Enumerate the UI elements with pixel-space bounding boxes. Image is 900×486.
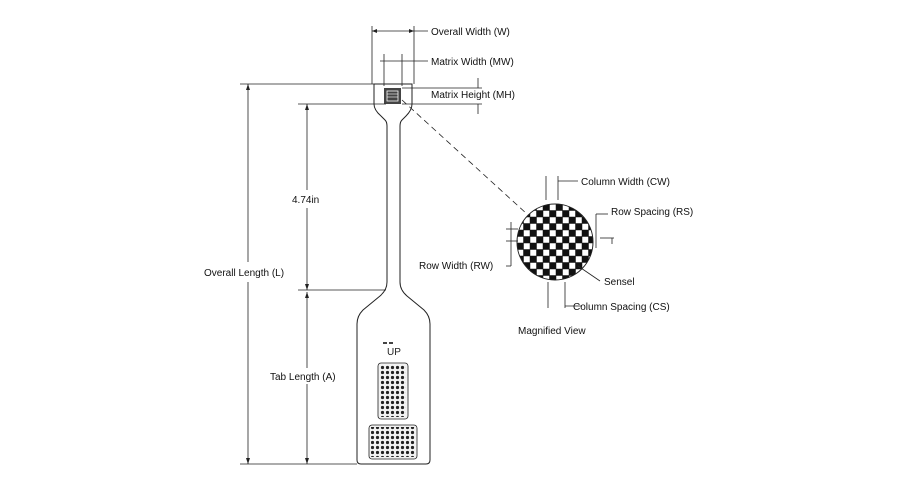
sensel-cell — [530, 230, 537, 237]
sensel-cell — [543, 256, 550, 263]
column-width-callout: Column Width (CW) — [545, 176, 670, 200]
sensel-cell — [536, 249, 543, 256]
sensel-cell — [575, 249, 582, 256]
sensel-cell — [588, 236, 593, 243]
row-spacing-label: Row Spacing (RS) — [611, 207, 693, 218]
row-width-callout: Row Width (RW) — [419, 222, 518, 272]
sensel-cell — [536, 262, 543, 269]
sensel-cell — [530, 243, 537, 250]
tab-length-dimension: Tab Length (A) — [270, 292, 336, 464]
sensel-cell — [562, 210, 569, 217]
sensel-cell — [556, 230, 563, 237]
sensel-cell — [582, 230, 589, 237]
sensel-cell — [543, 269, 550, 276]
sensel-cell — [543, 204, 550, 211]
sensel-callout: Sensel — [577, 265, 635, 288]
column-spacing-label: Column Spacing (CS) — [573, 302, 670, 313]
sensel-cell — [582, 256, 589, 263]
tab-length-label: Tab Length (A) — [270, 372, 336, 383]
sensel-cell — [549, 249, 556, 256]
matrix-area — [384, 88, 401, 104]
magnified-view-label: Magnified View — [518, 326, 586, 337]
sensel-cell — [530, 256, 537, 263]
sensel-cell — [569, 269, 576, 276]
sensel-cell — [517, 230, 524, 237]
sensel-cell — [549, 223, 556, 230]
overall-width-label: Overall Width (W) — [431, 27, 510, 38]
sensel-cell — [517, 243, 524, 250]
sensel-cell — [536, 223, 543, 230]
sensel-cell — [582, 243, 589, 250]
up-marking: UP — [383, 342, 401, 358]
sensel-cell — [575, 223, 582, 230]
sensel-cell — [523, 223, 530, 230]
sensel-cell — [549, 236, 556, 243]
matrix-height-label: Matrix Height (MH) — [431, 90, 515, 101]
sensel-label: Sensel — [604, 277, 635, 288]
sensel-cell — [562, 249, 569, 256]
sensel-cell — [569, 256, 576, 263]
column-width-label: Column Width (CW) — [581, 177, 670, 188]
sensel-cell — [562, 275, 569, 280]
sensel-cell — [575, 236, 582, 243]
row-width-label: Row Width (RW) — [419, 261, 493, 272]
sensel-cell — [588, 249, 593, 256]
overall-length-dimension: Overall Length (L) — [204, 83, 374, 465]
sensel-cell — [556, 269, 563, 276]
sensel-cell — [588, 210, 593, 217]
sensel-cell — [575, 262, 582, 269]
column-spacing-callout: Column Spacing (CS) — [547, 282, 670, 313]
sensel-cell — [575, 210, 582, 217]
sensel-cell — [523, 236, 530, 243]
sensel-cell — [556, 243, 563, 250]
matrix-width-label: Matrix Width (MW) — [431, 57, 514, 68]
magnified-view — [516, 203, 594, 281]
upper-connector-pad — [377, 362, 409, 420]
sensel-cell — [517, 269, 524, 276]
sensel-cell — [562, 262, 569, 269]
up-label: UP — [387, 347, 401, 358]
lower-connector-pad — [368, 424, 418, 460]
sensel-cell — [562, 236, 569, 243]
magnify-leader — [401, 99, 528, 215]
sensel-cell — [530, 217, 537, 224]
sensel-cell — [582, 204, 589, 211]
sensel-cell — [556, 217, 563, 224]
overall-length-label: Overall Length (L) — [204, 268, 284, 279]
sensel-cell — [536, 210, 543, 217]
sensel-cell — [556, 256, 563, 263]
matrix-width-dimension: Matrix Width (MW) — [380, 54, 514, 86]
length-474-dimension: 4.74in — [292, 103, 386, 291]
sensel-cell — [530, 269, 537, 276]
sensel-cell — [575, 275, 582, 280]
sensel-cell — [523, 275, 530, 280]
sensel-cell — [543, 217, 550, 224]
sensel-cell — [523, 262, 530, 269]
sensor-outline — [356, 83, 431, 465]
sensel-cell — [569, 243, 576, 250]
row-spacing-callout: Row Spacing (RS) — [595, 207, 693, 248]
sensel-cell — [536, 236, 543, 243]
sensel-cell — [543, 243, 550, 250]
sensel-cell — [569, 230, 576, 237]
sensel-cell — [562, 223, 569, 230]
sensel-cell — [549, 210, 556, 217]
sensel-cell — [569, 217, 576, 224]
sensel-cell — [556, 204, 563, 211]
sensel-cell — [582, 217, 589, 224]
sensel-cell — [549, 262, 556, 269]
overall-width-dimension: Overall Width (W) — [371, 26, 510, 84]
sensel-cell — [543, 230, 550, 237]
sensel-cell — [588, 262, 593, 269]
sensel-cell — [523, 249, 530, 256]
length-474-label: 4.74in — [292, 195, 319, 206]
matrix-height-dimension: Matrix Height (MH) — [402, 78, 515, 114]
sensel-cell — [549, 275, 556, 280]
